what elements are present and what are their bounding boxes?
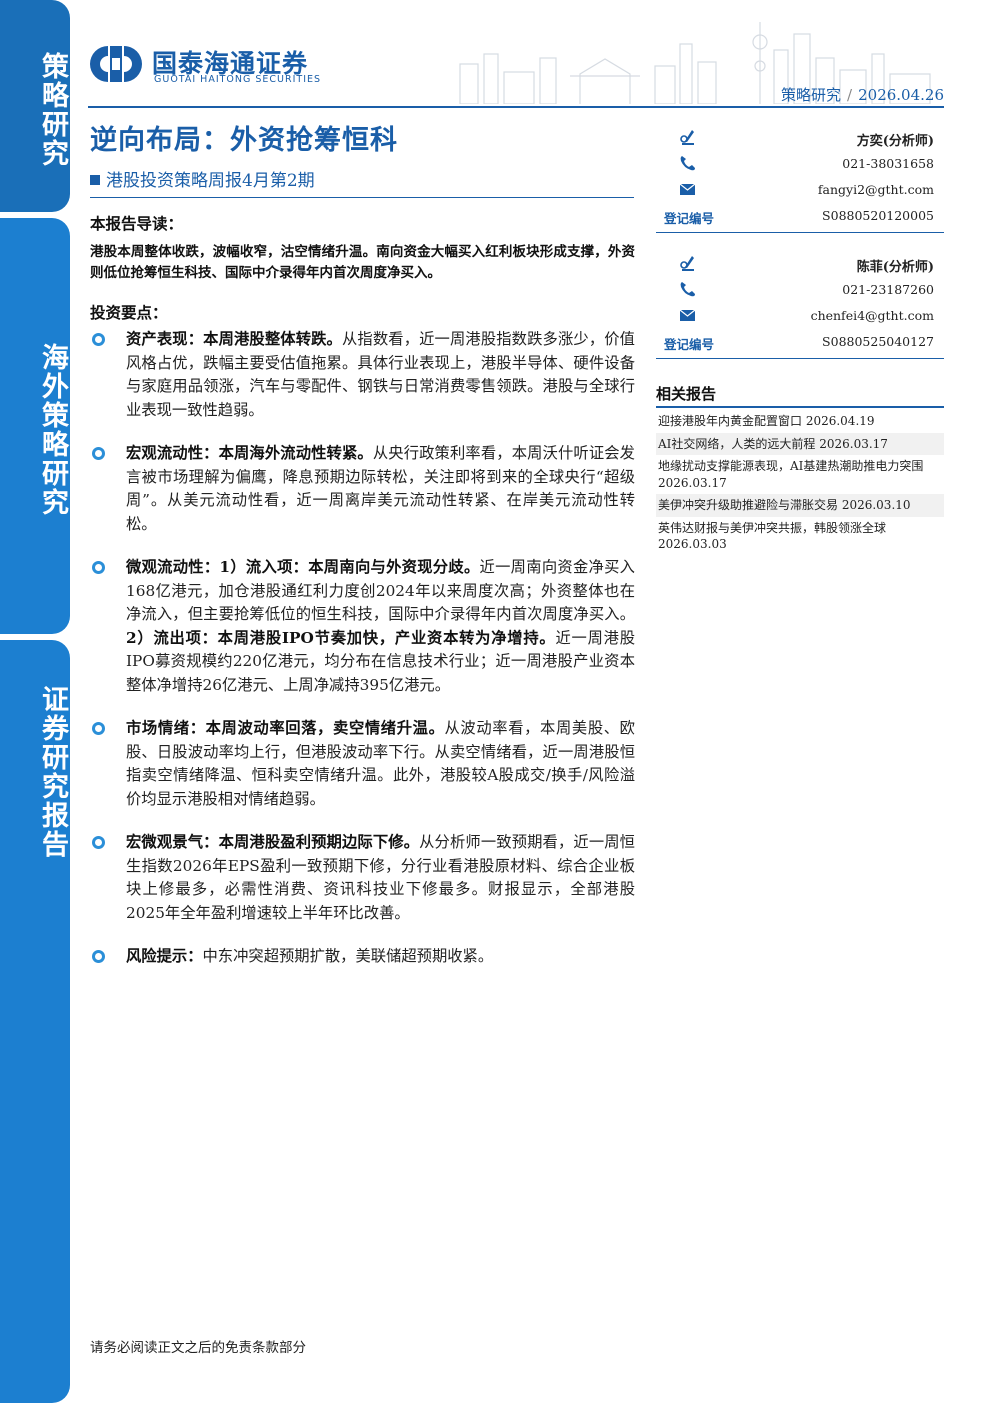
email-icon <box>679 309 696 321</box>
analyst-email[interactable]: fangyi2@gtht.com <box>817 182 934 197</box>
point-lead-2: 2）流出项：本周港股IPO节奏加快，产业资本转为净增持。 <box>126 628 556 647</box>
sidebar-tab-research-report <box>0 640 70 1403</box>
circle-bullet-icon <box>92 333 105 346</box>
circle-bullet-icon <box>92 722 105 735</box>
point-text: 从分析师一致预期看，近一周恒生指数2026年EPS盈利一致预期下修，分行业看港股… <box>126 833 635 922</box>
point-lead: 市场情绪：本周波动率回落，卖空情绪升温。 <box>126 719 445 737</box>
sidebar-label-research-report: 证券研究报告 <box>37 685 68 859</box>
report-category: 策略研究 <box>781 86 842 104</box>
point-lead: 资产表现：本周港股整体转跌。 <box>126 330 342 348</box>
title-divider <box>90 197 634 198</box>
circle-bullet-icon <box>92 447 105 460</box>
intro-text: 港股本周整体收跌，波幅收窄，沽空情绪升温。南向资金大幅买入红利板块形成支撑，外资… <box>90 244 635 281</box>
key-point-asset: 资产表现：本周港股整体转跌。从指数看，近一周港股指数跌多涨少，价值风格占优，跌幅… <box>90 328 635 422</box>
analyst-divider <box>656 358 944 359</box>
reg-label: 登记编号 <box>664 337 715 352</box>
analyst-card: 陈菲(分析师) 021-23187260 chenfei4@gtht.com 登… <box>656 250 944 359</box>
related-report-item[interactable]: 英伟达财报与美伊冲突共振，韩股领涨全球 2026.03.03 <box>658 520 887 552</box>
key-points-heading: 投资要点： <box>90 303 168 322</box>
intro-heading: 本报告导读： <box>90 214 184 233</box>
related-report-item[interactable]: 地缘扰动支撑能源表现，AI基建热潮助推电力突围 2026.03.17 <box>658 459 924 490</box>
phone-icon <box>680 156 695 171</box>
circle-bullet-icon <box>92 836 105 849</box>
brand-name-en: GUOTAI HAITONG SECURITIES <box>154 74 322 85</box>
analyst-reg-no: S0880525040127 <box>822 334 934 349</box>
report-subtitle: 港股投资策略周报4月第2期 <box>90 166 315 191</box>
analyst-card: 方奕(分析师) 021-38031658 fangyi2@gtht.com 登记… <box>656 124 944 233</box>
point-lead: 风险提示： <box>126 947 203 965</box>
report-meta: 策略研究 / 2026.04.26 <box>781 84 944 105</box>
pen-icon <box>680 256 694 271</box>
pen-icon <box>680 130 694 145</box>
related-reports-heading: 相关报告 <box>656 385 717 403</box>
report-date: 2026.04.26 <box>858 86 944 104</box>
point-text: 从央行政策利率看，本周沃什听证会发言被市场理解为偏鹰，降息预期边际转松，关注即将… <box>126 444 635 533</box>
related-report-item[interactable]: AI社交网络，人类的远大前程 2026.03.17 <box>656 432 944 455</box>
key-point-earnings: 宏微观景气：本周港股盈利预期边际下修。从分析师一致预期看，近一周恒生指数2026… <box>90 831 635 925</box>
phone-icon <box>680 282 695 297</box>
analyst-phone: 021-38031658 <box>842 156 934 171</box>
point-lead: 宏微观景气：本周港股盈利预期边际下修。 <box>126 833 420 851</box>
key-points-list: 资产表现：本周港股整体转跌。从指数看，近一周港股指数跌多涨少，价值风格占优，跌幅… <box>90 328 635 969</box>
sidebar-label-overseas: 海外策略研究 <box>37 343 68 517</box>
key-point-sentiment: 市场情绪：本周波动率回落，卖空情绪升温。从波动率看，本周美股、欧股、日股波动率均… <box>90 717 635 811</box>
header-divider <box>88 106 944 108</box>
analyst-name: 方奕(分析师) <box>856 134 934 149</box>
key-point-risk: 风险提示：中东冲突超预期扩散，美联储超预期收紧。 <box>90 945 635 969</box>
sidebar-tab-overseas <box>0 218 70 634</box>
point-text-2: 近一周港股IPO募资规模约220亿港元，均分布在信息技术行业；近一周港股产业资本… <box>126 628 635 694</box>
key-point-macro-liquidity: 宏观流动性：本周海外流动性转紧。从央行政策利率看，本周沃什听证会发言被市场理解为… <box>90 442 635 536</box>
point-text: 近一周南向资金净买入168亿港元，加仓港股通红利力度创2024年以来周度次高；外… <box>126 558 635 623</box>
related-report-item[interactable]: 美伊冲突升级助推避险与滞胀交易 2026.03.10 <box>656 494 944 517</box>
point-text: 从波动率看，本周美股、欧股、日股波动率均上行，但港股波动率下行。从卖空情绪看，近… <box>126 719 635 808</box>
analyst-divider <box>656 232 944 233</box>
key-point-micro-liquidity: 微观流动性：1）流入项：本周南向与外资现分歧。近一周南向资金净买入168亿港元，… <box>90 556 635 697</box>
analyst-reg-no: S0880520120005 <box>822 208 934 223</box>
point-lead: 微观流动性：1）流入项：本周南向与外资现分歧。 <box>126 558 480 576</box>
sidebar-label-strategy: 策略研究 <box>37 52 68 168</box>
analyst-phone: 021-23187260 <box>842 282 934 297</box>
related-report-item[interactable]: 迎接港股年内黄金配置窗口 2026.04.19 <box>658 414 875 428</box>
subtitle-text: 港股投资策略周报4月第2期 <box>106 171 315 191</box>
analyst-name: 陈菲(分析师) <box>856 260 934 275</box>
analyst-email[interactable]: chenfei4@gtht.com <box>810 308 934 323</box>
point-text: 中东冲突超预期扩散，美联储超预期收紧。 <box>202 947 494 965</box>
skyline-illustration <box>459 22 931 104</box>
brand-name-cn: 国泰海通证券 <box>152 49 309 78</box>
disclaimer-footer: 请务必阅读正文之后的免责条款部分 <box>90 1340 306 1356</box>
circle-bullet-icon <box>92 950 105 963</box>
email-icon <box>679 183 696 195</box>
report-title: 逆向布局：外资抢筹恒科 <box>90 125 398 156</box>
square-bullet-icon <box>90 175 100 185</box>
reg-label: 登记编号 <box>664 211 715 226</box>
brand-logo-icon <box>90 46 142 82</box>
related-reports-list: 迎接港股年内黄金配置窗口 2026.04.19 AI社交网络，人类的远大前程 2… <box>656 410 944 556</box>
point-lead: 宏观流动性：本周海外流动性转紧。 <box>126 444 373 462</box>
point-text: 从指数看，近一周港股指数跌多涨少，价值风格占优，跌幅主要受估值拖累。具体行业表现… <box>126 330 635 419</box>
sidebar-tab-strategy <box>0 0 70 212</box>
circle-bullet-icon <box>92 561 105 574</box>
meta-separator: / <box>847 86 853 104</box>
related-divider <box>656 406 944 408</box>
